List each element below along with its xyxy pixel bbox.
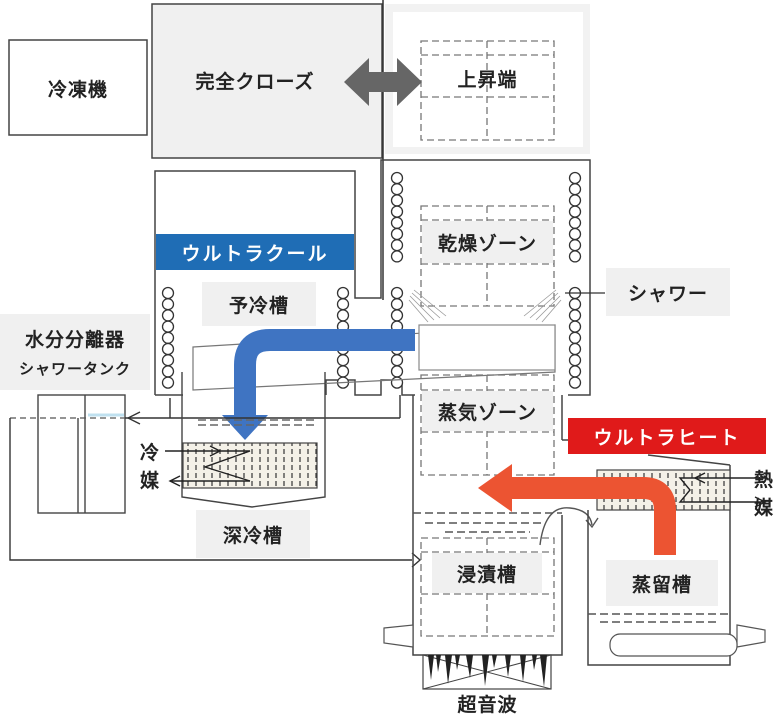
heat-medium-label-2: 媒 — [753, 496, 774, 519]
coil-ring — [568, 309, 582, 322]
coil-ring — [390, 183, 404, 196]
coil-ring — [568, 298, 582, 311]
water-separator-label: 水分分離器 シャワータンク — [0, 314, 150, 390]
coil-ring — [390, 354, 404, 367]
coil-ring — [161, 365, 175, 378]
refrigerator-label: 冷凍機 — [47, 78, 108, 101]
coil-ring — [568, 183, 582, 196]
distillation-tank — [587, 465, 731, 666]
ultra-cool-banner: ウルトラクール — [181, 242, 329, 265]
heater-left — [383, 624, 414, 648]
coil-ring — [390, 227, 404, 241]
coil-ring — [336, 286, 350, 300]
distillation-tank-label: 蒸留槽 — [606, 560, 718, 606]
coil-ring — [390, 250, 404, 263]
full-close-label: 完全クローズ — [195, 70, 315, 93]
immersion-tank-label: 浸漬槽 — [456, 563, 517, 586]
coil-ring — [161, 286, 175, 300]
coil-ring — [336, 309, 350, 322]
coil-ring — [336, 365, 350, 378]
vapor-zone-label: 蒸気ゾーン — [437, 401, 538, 424]
coil-ring — [161, 342, 175, 356]
coil-ring — [390, 298, 404, 311]
pre-cooling-chamber — [154, 159, 591, 396]
coil-ring — [390, 171, 404, 185]
full-close-box — [151, 3, 383, 159]
water-separator-title: 水分分離器 — [24, 329, 125, 351]
coil-ring — [161, 309, 175, 322]
coil-ring — [568, 216, 582, 229]
coolant-label-2: 媒 — [139, 469, 160, 492]
coil-ring — [390, 239, 404, 252]
overflow-arrow-icon — [539, 507, 593, 546]
coil-ring — [568, 194, 582, 207]
pre-cooling-tank-label: 予冷槽 — [202, 282, 316, 326]
refrigerator-box — [8, 39, 148, 136]
coil-ring — [568, 354, 582, 367]
coil-ring — [161, 320, 175, 333]
coil-ring — [568, 239, 582, 252]
drying-zone-label: 乾燥ゾーン — [437, 232, 538, 255]
coil-ring — [161, 376, 175, 389]
deep-cooling-tank-label: 深冷槽 — [196, 510, 310, 558]
double-arrow-icon — [344, 58, 422, 106]
shower-label: シャワー — [606, 268, 730, 316]
coil-ring — [390, 194, 404, 207]
deep-cooling-tank — [181, 372, 326, 508]
coil-ring — [568, 250, 582, 263]
coil-ring — [568, 365, 582, 378]
coil-ring — [568, 342, 582, 356]
coil-ring — [390, 205, 404, 218]
coil-ring — [390, 216, 404, 229]
coil-ring — [568, 331, 582, 344]
upper-end-label: 上昇端 — [457, 68, 518, 91]
coil-ring — [390, 376, 404, 389]
coil-ring — [568, 227, 582, 241]
shower-tank-title: シャワータンク — [18, 360, 131, 378]
coil-ring — [568, 376, 582, 389]
immersion-basket — [420, 537, 555, 637]
distillation-heater — [609, 633, 738, 657]
shower-spray-icon — [408, 289, 562, 323]
ultra-heat-banner: ウルトラヒート — [593, 426, 741, 449]
ultra-heat-arrow-icon — [510, 477, 676, 555]
coil-ring — [390, 309, 404, 322]
heater-right — [736, 624, 766, 648]
coil-ring — [161, 331, 175, 344]
ultrasonic-label: 超音波 — [457, 693, 518, 716]
coil-ring — [568, 205, 582, 218]
coil-ring — [390, 365, 404, 378]
coil-ring — [390, 286, 404, 300]
coil-ring — [568, 171, 582, 185]
coolant-label-1: 冷 — [139, 441, 160, 464]
ultrasonic-transducer — [422, 654, 552, 690]
coil-ring — [336, 298, 350, 311]
coil-ring — [161, 354, 175, 367]
coil-ring — [161, 298, 175, 311]
coil-ring — [568, 320, 582, 333]
heat-medium-label-1: 熱 — [753, 468, 774, 491]
ultra-cool-arrow-icon — [234, 329, 415, 420]
upper-end-basket — [420, 40, 555, 141]
water-separator — [37, 394, 126, 514]
coil-ring — [336, 354, 350, 367]
